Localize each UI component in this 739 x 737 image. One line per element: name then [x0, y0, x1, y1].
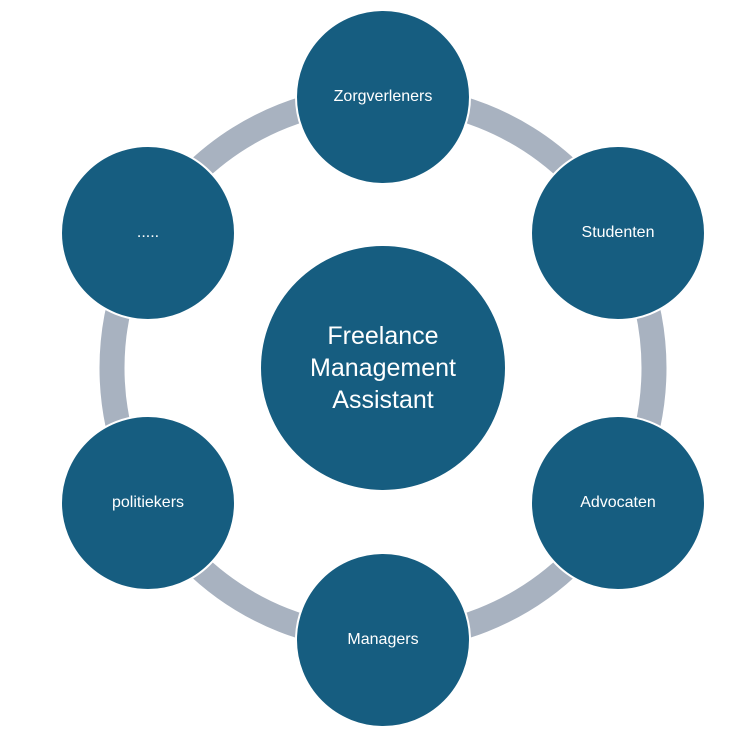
node-studenten: Studenten [530, 145, 706, 321]
node-label: politiekers [111, 494, 185, 511]
center-label-line: Management [310, 354, 456, 382]
node-managers: Managers [295, 552, 471, 728]
node-advocaten: Advocaten [530, 415, 706, 591]
center-label-line: Freelance [327, 322, 439, 350]
node-label: Managers [347, 631, 419, 648]
node-label: Zorgverleners [333, 88, 433, 105]
node-label: ..... [136, 224, 160, 241]
center-label-line: Assistant [332, 386, 434, 414]
node-zorgverleners: Zorgverleners [295, 9, 471, 185]
node-ellipsis: ..... [60, 145, 236, 321]
node-label: Advocaten [580, 494, 656, 511]
center-node: Freelance Management Assistant [259, 244, 507, 492]
node-label: Studenten [581, 224, 655, 241]
node-politiekers: politiekers [60, 415, 236, 591]
